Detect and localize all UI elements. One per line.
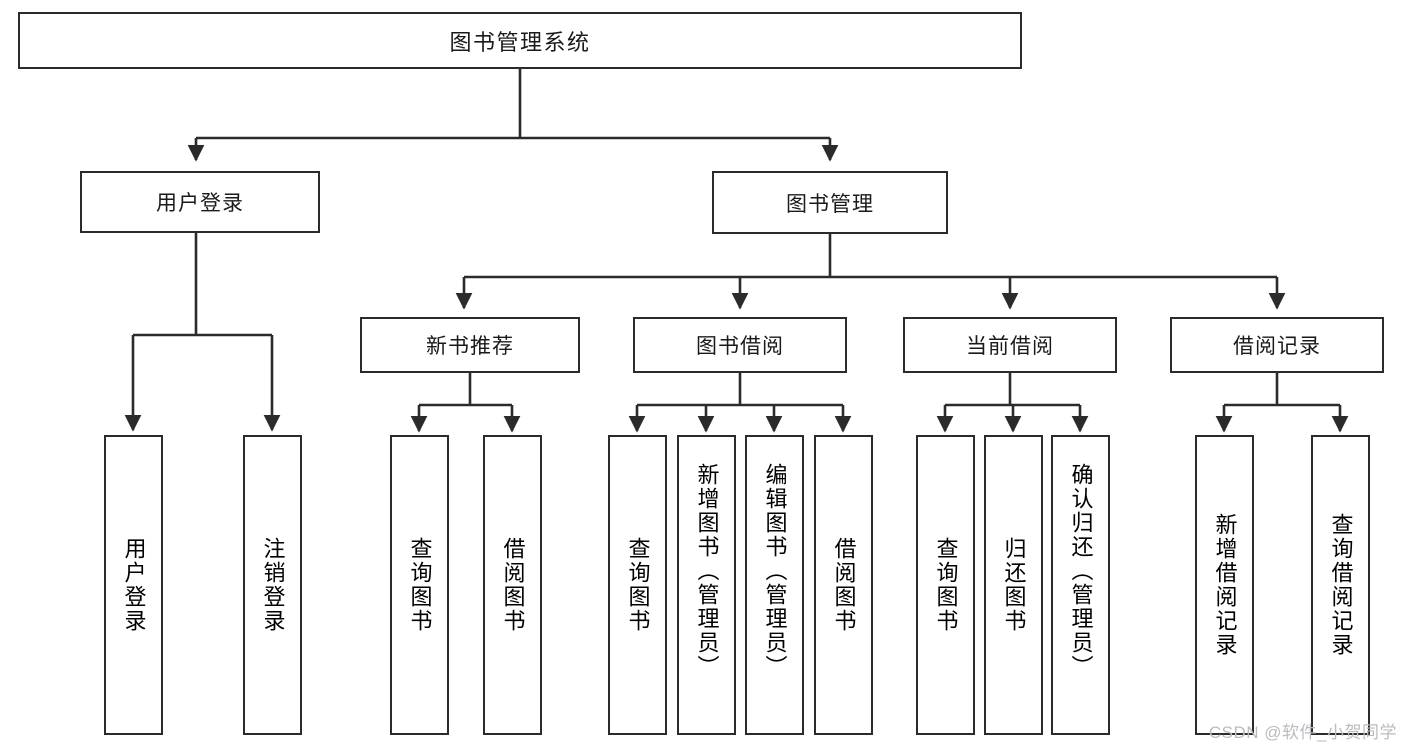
watermark-text: CSDN @软件_小贺同学 xyxy=(1208,723,1397,742)
leaf-label: 查询借阅记录 xyxy=(1328,513,1354,657)
node-label: 用户登录 xyxy=(156,192,244,215)
leaf-label: 新增借阅记录 xyxy=(1212,513,1238,657)
leaf-label: 编辑图书（管理员） xyxy=(762,463,788,679)
node-label: 图书管理 xyxy=(786,192,874,216)
leaf-user-logout[interactable]: 注销登录 xyxy=(243,435,302,735)
leaf-label: 注销登录 xyxy=(260,537,286,633)
leaf-label: 借阅图书 xyxy=(500,537,526,633)
leaf-edit-book-admin[interactable]: 编辑图书（管理员） xyxy=(745,435,804,735)
node-current-borrow[interactable]: 当前借阅 xyxy=(903,317,1117,373)
leaf-confirm-return-admin[interactable]: 确认归还（管理员） xyxy=(1051,435,1110,735)
leaf-query-borrow-record[interactable]: 查询借阅记录 xyxy=(1311,435,1370,735)
leaf-label: 借阅图书 xyxy=(831,537,857,633)
node-user-login[interactable]: 用户登录 xyxy=(80,171,320,233)
node-book-borrow[interactable]: 图书借阅 xyxy=(633,317,847,373)
leaf-label: 确认归还（管理员） xyxy=(1068,463,1094,679)
leaf-add-book-admin[interactable]: 新增图书（管理员） xyxy=(677,435,736,735)
leaf-label: 归还图书 xyxy=(1001,537,1027,633)
node-borrow-record[interactable]: 借阅记录 xyxy=(1170,317,1384,373)
node-label: 图书管理系统 xyxy=(449,29,591,55)
node-label: 借阅记录 xyxy=(1233,335,1321,358)
node-root-system[interactable]: 图书管理系统 xyxy=(18,12,1022,69)
leaf-add-borrow-record[interactable]: 新增借阅记录 xyxy=(1195,435,1254,735)
leaf-label: 新增图书（管理员） xyxy=(694,463,720,679)
leaf-label: 用户登录 xyxy=(121,537,147,633)
leaf-return-book[interactable]: 归还图书 xyxy=(984,435,1043,735)
leaf-label: 查询图书 xyxy=(407,537,433,633)
leaf-label: 查询图书 xyxy=(625,537,651,633)
node-book-management[interactable]: 图书管理 xyxy=(712,171,948,234)
leaf-query-book-current[interactable]: 查询图书 xyxy=(916,435,975,735)
node-label: 图书借阅 xyxy=(696,335,784,358)
node-new-book-recommend[interactable]: 新书推荐 xyxy=(360,317,580,373)
node-label: 当前借阅 xyxy=(966,335,1054,358)
node-label: 新书推荐 xyxy=(426,335,514,358)
leaf-query-book-rec[interactable]: 查询图书 xyxy=(390,435,449,735)
leaf-user-login[interactable]: 用户登录 xyxy=(104,435,163,735)
leaf-borrow-book[interactable]: 借阅图书 xyxy=(814,435,873,735)
leaf-label: 查询图书 xyxy=(933,537,959,633)
leaf-query-book-borrow[interactable]: 查询图书 xyxy=(608,435,667,735)
leaf-borrow-book-rec[interactable]: 借阅图书 xyxy=(483,435,542,735)
